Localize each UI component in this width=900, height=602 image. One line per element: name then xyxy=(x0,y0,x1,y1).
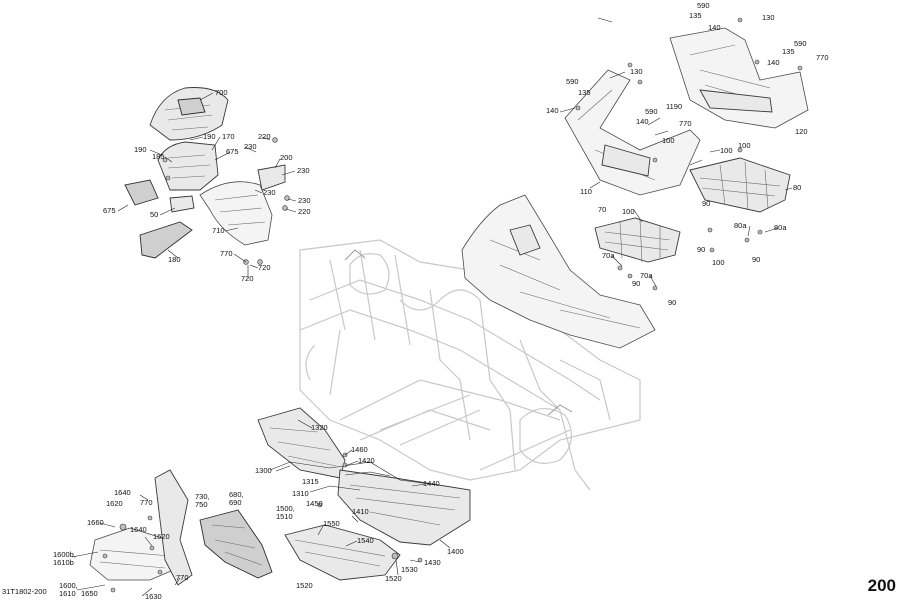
callout-140: 140 xyxy=(767,58,780,67)
callout-100: 100 xyxy=(738,141,751,150)
callout-90: 90 xyxy=(752,255,761,264)
callout-100: 100 xyxy=(712,258,725,267)
callout-1400: 1400 xyxy=(447,547,464,556)
rear-storage-group xyxy=(461,17,809,349)
callout-90: 90 xyxy=(668,298,677,307)
callout-100: 100 xyxy=(720,146,733,155)
callout-220: 220 xyxy=(258,132,271,141)
callout-1460: 1460 xyxy=(351,445,368,454)
callout-770: 770 xyxy=(176,573,189,582)
callout-720: 720 xyxy=(241,274,254,283)
callout-770: 770 xyxy=(816,53,829,62)
callout-100: 100 xyxy=(662,136,675,145)
callout-70a: 70a xyxy=(640,271,653,280)
callout-680-690: 680, 690 xyxy=(229,490,244,507)
callout-700: 700 xyxy=(215,88,228,97)
front-fascia-group xyxy=(124,87,290,265)
callout-135: 135 xyxy=(782,47,795,56)
callout-230: 230 xyxy=(244,142,257,151)
reference-code: 31T1802-200 xyxy=(2,587,47,596)
callout-1640: 1640 xyxy=(130,525,147,534)
callout-1300: 1300 xyxy=(255,466,272,475)
mudguard-group xyxy=(89,469,273,593)
callout-70a: 70a xyxy=(602,251,615,260)
callout-190: 190 xyxy=(203,132,216,141)
callout-1440: 1440 xyxy=(423,479,440,488)
callout-720: 720 xyxy=(258,263,271,272)
callout-1520: 1520 xyxy=(385,574,402,583)
callout-1190: 1190 xyxy=(666,102,683,111)
callout-130: 130 xyxy=(762,13,775,22)
callout-190: 190 xyxy=(134,145,147,154)
callout-1540: 1540 xyxy=(357,536,374,545)
callout-675: 675 xyxy=(226,147,239,156)
callout-90: 90 xyxy=(702,199,711,208)
callout-1630: 1630 xyxy=(145,592,162,601)
callout-120: 120 xyxy=(795,127,808,136)
callout-90: 90 xyxy=(697,245,706,254)
callout-770: 770 xyxy=(220,249,233,258)
callout-80: 80 xyxy=(793,183,802,192)
callout-140: 140 xyxy=(636,117,649,126)
vehicle-frame xyxy=(299,239,641,491)
callout-1620: 1620 xyxy=(106,499,123,508)
callout-675: 675 xyxy=(103,206,116,215)
callout-80a: 80a xyxy=(774,223,787,232)
callout-1410: 1410 xyxy=(352,507,369,516)
callout-100: 100 xyxy=(622,207,635,216)
callout-1315: 1315 xyxy=(302,477,319,486)
callout-135: 135 xyxy=(689,11,702,20)
callout-1600b-1610b: 1600b, 1610b xyxy=(53,550,76,567)
callout-590: 590 xyxy=(794,39,807,48)
callout-140: 140 xyxy=(708,23,721,32)
callout-110: 110 xyxy=(580,187,592,196)
leader-lines xyxy=(71,17,793,597)
callout-1520: 1520 xyxy=(296,581,313,590)
callout-70: 70 xyxy=(598,205,607,214)
callout-200: 200 xyxy=(280,153,293,162)
callout-90: 90 xyxy=(632,279,641,288)
callout-1420: 1420 xyxy=(358,456,375,465)
callout-185: 185 xyxy=(152,152,165,161)
callout-1450: 1450 xyxy=(306,499,323,508)
callout-1650: 1650 xyxy=(81,589,98,598)
callout-230: 230 xyxy=(298,196,311,205)
callout-230: 230 xyxy=(263,188,276,197)
callout-730-750: 730, 750 xyxy=(195,492,210,509)
callout-50: 50 xyxy=(150,210,159,219)
callout-1320: 1320 xyxy=(311,423,328,432)
callout-590: 590 xyxy=(645,107,658,116)
callout-1660: 1660 xyxy=(87,518,104,527)
callout-220: 220 xyxy=(298,207,311,216)
callout-1550: 1550 xyxy=(323,519,340,528)
callout-590: 590 xyxy=(566,77,579,86)
callout-80a: 80a xyxy=(734,221,747,230)
callout-1310: 1310 xyxy=(292,489,309,498)
callout-1620: 1620 xyxy=(153,532,170,541)
callout-1500-1510: 1500, 1510 xyxy=(276,504,295,521)
callout-135: 135 xyxy=(578,88,591,97)
callout-130: 130 xyxy=(630,67,643,76)
callout-180: 180 xyxy=(168,255,181,264)
callout-590: 590 xyxy=(697,1,710,10)
callout-770: 770 xyxy=(679,119,692,128)
callout-230: 230 xyxy=(297,166,310,175)
callout-170: 170 xyxy=(222,132,235,141)
callout-1430: 1430 xyxy=(424,558,441,567)
callout-1640: 1640 xyxy=(114,488,131,497)
callout-770: 770 xyxy=(140,498,153,507)
callout-1600-1610: 1600, 1610 xyxy=(59,581,78,598)
callout-1530: 1530 xyxy=(401,565,418,574)
skid-plate-group xyxy=(257,407,471,581)
callout-140: 140 xyxy=(546,106,559,115)
page-number: 200 xyxy=(867,576,896,595)
callout-710: 710 xyxy=(212,226,225,235)
